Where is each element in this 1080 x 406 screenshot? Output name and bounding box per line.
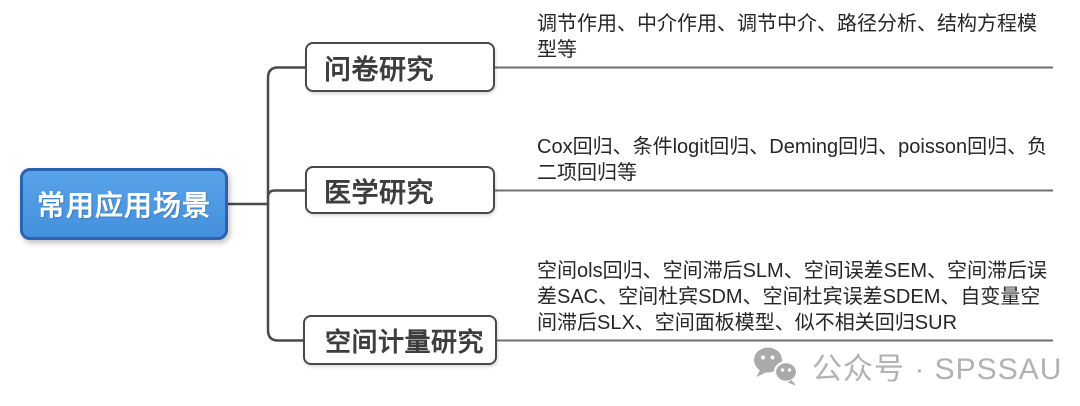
- branch-detail-medical: Cox回归、条件logit回归、Deming回归、poisson回归、负二项回归…: [537, 136, 1048, 184]
- branch-node-spatial: 空间计量研究: [303, 315, 497, 365]
- branch-node-questionnaire: 问卷研究: [305, 42, 495, 92]
- branch-detail-spatial: 空间ols回归、空间滞后SLM、空间误差SEM、空间滞后误差SAC、空间杜宾SD…: [537, 260, 1048, 334]
- root-node-label: 常用应用场景: [36, 190, 211, 221]
- branch-node-label: 空间计量研究: [325, 326, 485, 357]
- branch-node-label: 医学研究: [324, 177, 434, 208]
- wechat-icon: [754, 347, 799, 386]
- branch-node-medical: 医学研究: [305, 166, 495, 214]
- trunk-to-branch1-line: [266, 66, 307, 206]
- watermark-text: 公众号 · SPSSAU: [812, 353, 1063, 386]
- trunk-to-branch2-line: [266, 189, 307, 199]
- branch-node-label: 问卷研究: [324, 54, 434, 85]
- trunk-to-branch3-line: [266, 202, 305, 342]
- branch-detail-questionnaire: 调节作用、中介作用、调节中介、路径分析、结构方程模型等: [537, 13, 1037, 61]
- root-node: 常用应用场景: [20, 168, 228, 240]
- watermark: 公众号 · SPSSAU: [752, 344, 1062, 388]
